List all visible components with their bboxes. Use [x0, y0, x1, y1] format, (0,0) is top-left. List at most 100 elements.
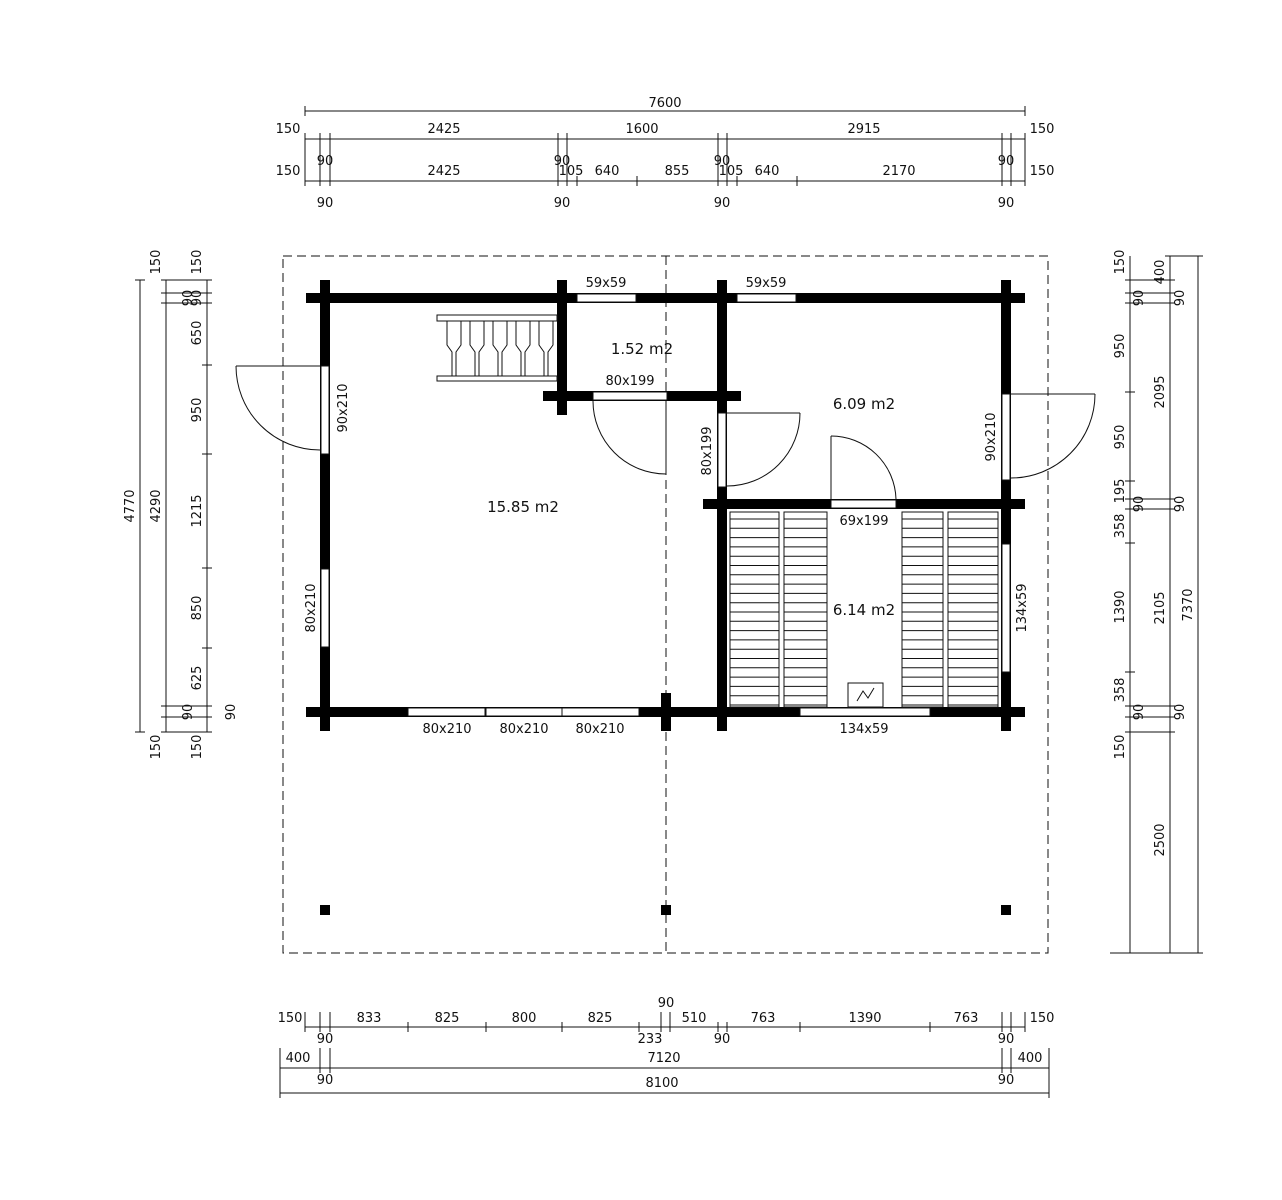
- right-seg-11: 150: [1113, 735, 1128, 760]
- bottom-row1-sub-1: 90: [317, 1032, 334, 1047]
- bottom-row2-dim-1: 400: [286, 1051, 311, 1066]
- right-overall-dim: 7370: [1181, 588, 1196, 621]
- bottom-row1-dim-4: 800: [512, 1011, 537, 1026]
- bottom-row1-dim-1: 150: [278, 1011, 303, 1026]
- label-sauna-door: 69x199: [839, 514, 888, 529]
- right-seg-10: 90: [1132, 704, 1147, 721]
- right-seg-2: 90: [1132, 290, 1147, 307]
- top-row2-dim-5: 855: [665, 164, 690, 179]
- sauna-heater-icon: [847, 682, 884, 708]
- top-row2-dim-4: 640: [595, 164, 620, 179]
- left-inner-dim: 4290: [149, 489, 164, 522]
- top-row2-dim-8: 2170: [882, 164, 915, 179]
- bottom-overall-dim: 8100: [645, 1076, 678, 1091]
- bottom-row1-dim-2: 833: [357, 1011, 382, 1026]
- top-row2-dim-7: 640: [755, 164, 780, 179]
- doors: [235, 365, 1096, 509]
- top-row1-dim-3: 1600: [625, 122, 658, 137]
- bottom-row2-sub-1: 90: [317, 1073, 334, 1088]
- right-seg-6: 90: [1132, 496, 1147, 513]
- top-row2-dim-1: 150: [276, 164, 301, 179]
- terrace-posts: [320, 905, 1011, 915]
- bench-block: [783, 511, 828, 708]
- bottom-row2-sub-2: 90: [998, 1073, 1015, 1088]
- label-front-3: 80x210: [575, 722, 624, 737]
- bottom-row1-dim-9: 1390: [848, 1011, 881, 1026]
- bottom-row1-dim-11: 150: [1030, 1011, 1055, 1026]
- top-row2-sub-1: 90: [317, 196, 334, 211]
- bottom-row1-top-dim: 90: [658, 996, 675, 1011]
- bottom-row1-sub-2: 90: [714, 1032, 731, 1047]
- left-seg-4: 950: [190, 398, 205, 423]
- top-row1-dim-1: 150: [276, 122, 301, 137]
- left-outer-dim: 4770: [123, 489, 138, 522]
- left-seg-6: 850: [190, 596, 205, 621]
- bottom-row1-dim-5: 825: [588, 1011, 613, 1026]
- top-row1-dim-5: 150: [1030, 122, 1055, 137]
- right-lower-dim: 2105: [1153, 591, 1168, 624]
- right-seg-1: 150: [1113, 250, 1128, 275]
- right-seg-5: 195: [1113, 479, 1128, 504]
- left-seg-8: 90: [181, 704, 196, 721]
- right-upper-dim: 2095: [1153, 375, 1168, 408]
- label-left-window: 80x210: [304, 583, 319, 632]
- top-row2-sub-2: 90: [554, 196, 571, 211]
- top-row1-sub-3: 90: [714, 154, 731, 169]
- bottom-row2-dim-2: 7120: [647, 1051, 680, 1066]
- bench-block: [947, 511, 999, 708]
- bench-block: [729, 511, 780, 708]
- right-seg-b-2: 90: [1173, 290, 1188, 307]
- right-dimension-chain: 7370 2095 2105 150 90 950 950 195 90 358…: [1110, 250, 1203, 954]
- top-row2-dim-2: 2425: [427, 164, 460, 179]
- right-seg-7: 358: [1113, 514, 1128, 539]
- room-area-hall: 1.52 m2: [611, 340, 673, 358]
- left-seg-3: 650: [190, 321, 205, 346]
- top-dimension-chain: 7600 150 2425 1600 2915 150 90 90 90 90 …: [276, 96, 1055, 211]
- staircase: [436, 314, 558, 382]
- label-left-door: 90x210: [336, 383, 351, 432]
- bench-block: [901, 511, 944, 708]
- left-seg-2: 90: [190, 290, 205, 307]
- top-row1-dim-2: 2425: [427, 122, 460, 137]
- label-front-1: 80x210: [422, 722, 471, 737]
- left-seg-9: 150: [190, 735, 205, 760]
- top-row1-sub-1: 90: [317, 154, 334, 169]
- bottom-row2-dim-3: 400: [1018, 1051, 1043, 1066]
- bottom-row1-dim-10: 763: [954, 1011, 979, 1026]
- left-seg-dup-3: 90: [224, 704, 239, 721]
- label-hall-door: 80x199: [605, 374, 654, 389]
- top-row2-dim-9: 150: [1030, 164, 1055, 179]
- top-row2-sub-4: 90: [998, 196, 1015, 211]
- bottom-row1-dim-8: 763: [751, 1011, 776, 1026]
- right-seg-9: 358: [1113, 678, 1128, 703]
- top-row2-dim-3: 105: [559, 164, 584, 179]
- left-seg-dup-2: 90: [181, 290, 196, 307]
- top-row2-sub-3: 90: [714, 196, 731, 211]
- room-area-sauna: 6.14 m2: [833, 601, 895, 619]
- sauna-benches: [729, 511, 999, 708]
- bottom-row1-dim-6: 233: [638, 1032, 663, 1047]
- left-seg-1: 150: [190, 250, 205, 275]
- label-sauna-window-right: 134x59: [1015, 583, 1030, 632]
- right-seg-8: 1390: [1113, 590, 1128, 623]
- roof-outline: [282, 255, 1049, 954]
- top-overall-dim: 7600: [648, 96, 681, 111]
- right-seg-3: 950: [1113, 334, 1128, 359]
- label-front-2: 80x210: [499, 722, 548, 737]
- bottom-row1-sub-3: 90: [998, 1032, 1015, 1047]
- right-seg-4: 950: [1113, 425, 1128, 450]
- label-top-right-window: 59x59: [746, 276, 787, 291]
- left-seg-dup-1: 150: [149, 250, 164, 275]
- room-area-main: 15.85 m2: [487, 498, 559, 516]
- label-right-door: 90x210: [984, 412, 999, 461]
- label-inner-door: 80x199: [700, 426, 715, 475]
- left-dimension-chain: 4770 4290 150 90 650 950 1215 850 625 90…: [123, 250, 239, 760]
- top-row2-dim-6: 105: [719, 164, 744, 179]
- label-top-left-window: 59x59: [586, 276, 627, 291]
- top-row1-sub-2: 90: [554, 154, 571, 169]
- bottom-dimension-chain: 150 833 825 800 825 233 510 763 1390 763…: [278, 996, 1055, 1098]
- left-seg-5: 1215: [190, 494, 205, 527]
- top-row1-sub-4: 90: [998, 154, 1015, 169]
- bottom-row1-dim-3: 825: [435, 1011, 460, 1026]
